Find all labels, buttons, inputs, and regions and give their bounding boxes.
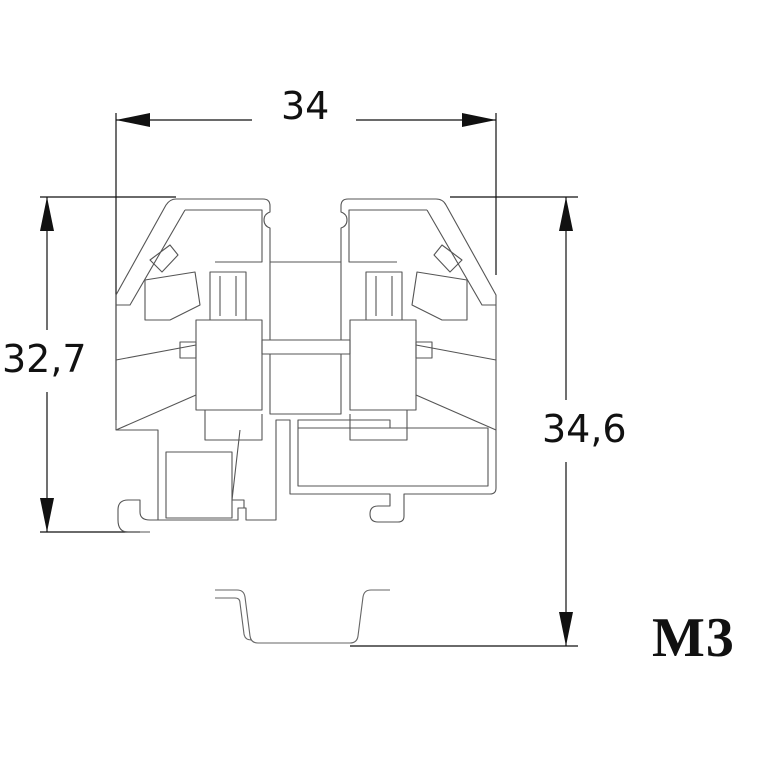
left-height-arrow-bottom bbox=[40, 498, 54, 532]
left-height-dimension-label: 32,7 bbox=[2, 337, 87, 381]
width-dimension-label: 34 bbox=[281, 84, 330, 128]
right-height-arrow-top bbox=[559, 197, 573, 231]
din-rail bbox=[215, 589, 390, 644]
model-label: M3 bbox=[652, 607, 735, 669]
terminal-block-body bbox=[115, 198, 497, 533]
width-arrow-right bbox=[462, 113, 496, 127]
right-height-arrow-bottom bbox=[559, 612, 573, 646]
right-height-dimension-label: 34,6 bbox=[542, 407, 627, 451]
width-arrow-left bbox=[116, 113, 150, 127]
left-height-arrow-top bbox=[40, 197, 54, 231]
